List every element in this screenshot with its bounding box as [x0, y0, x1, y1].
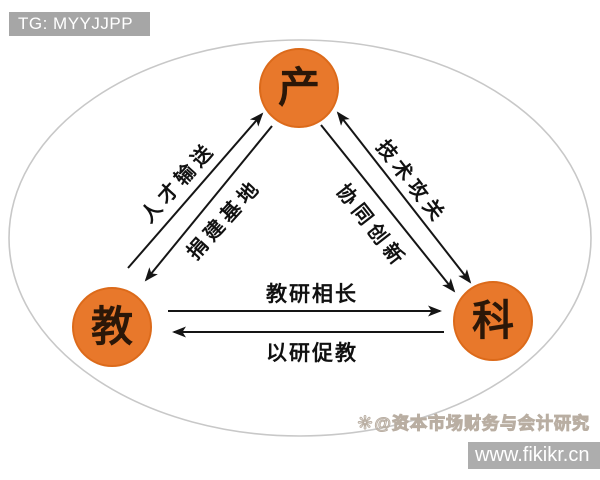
- node-science: 科: [453, 281, 533, 361]
- node-education-label: 教: [90, 303, 133, 350]
- hollow-watermark: ❊@资本市场财务与会计研究: [357, 409, 590, 434]
- edge-label-research-teaching: 以研促教: [266, 342, 358, 365]
- watermark-logo-icon: ❊: [357, 413, 374, 434]
- arrow-tech: [336, 111, 472, 284]
- edge-label-teaching-research: 教研相长: [266, 283, 358, 306]
- node-industry: 产: [259, 48, 339, 128]
- arrow-base: [144, 125, 273, 282]
- top-watermark-text: TG: MYYJJPP: [18, 14, 134, 33]
- top-watermark-banner: TG: MYYJJPP: [9, 12, 150, 36]
- bottom-url-text: www.fikikr.cn: [475, 444, 590, 466]
- arrow-talent: [127, 112, 264, 269]
- node-education: 教: [72, 287, 152, 367]
- node-science-label: 科: [471, 297, 514, 344]
- bottom-url-banner: www.fikikr.cn: [468, 442, 600, 469]
- watermark-text: @资本市场财务与会计研究: [374, 414, 590, 434]
- node-industry-label: 产: [277, 64, 320, 111]
- arrow-innovation: [320, 124, 456, 293]
- outer-ellipse: [8, 39, 592, 437]
